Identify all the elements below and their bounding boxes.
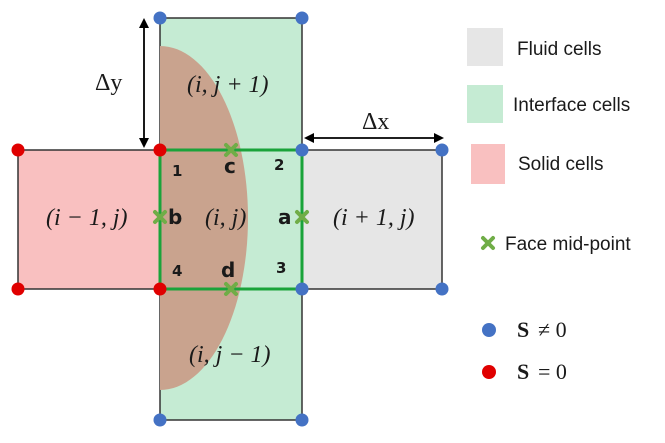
legend-label-fluid: Fluid cells xyxy=(517,39,601,60)
face-label-d: d xyxy=(221,258,235,282)
legend-label-interface: Interface cells xyxy=(513,95,630,116)
node-blue xyxy=(295,413,309,427)
legend-label-face-midpoint: Face mid-point xyxy=(505,234,631,255)
legend-s-symbol-red: S xyxy=(517,359,529,384)
cell-label-right: (i + 1, j) xyxy=(333,205,415,231)
node-blue xyxy=(153,11,167,25)
legend-swatch-solid xyxy=(471,144,505,184)
cell-left-solid xyxy=(17,149,161,290)
dx-label: Δx xyxy=(362,109,389,135)
cell-label-center: (i, j) xyxy=(205,205,246,231)
legend-label-s-zero: = 0 xyxy=(538,359,567,384)
legend-swatch-interface xyxy=(467,85,503,123)
face-midpoint-a xyxy=(295,210,309,224)
corner-label-4: 4 xyxy=(172,262,182,280)
corner-label-3: 3 xyxy=(276,259,286,277)
node-blue xyxy=(295,11,309,25)
face-midpoint-d xyxy=(224,282,238,296)
node-red xyxy=(153,282,167,296)
face-label-b: b xyxy=(168,205,182,229)
face-midpoint-b xyxy=(153,210,167,224)
cell-label-bottom: (i, j − 1) xyxy=(189,342,271,368)
cell-right-fluid xyxy=(301,149,443,290)
node-blue xyxy=(435,282,449,296)
legend-red-node-icon xyxy=(482,365,496,379)
legend-blue-node-icon xyxy=(482,323,496,337)
node-red xyxy=(11,282,25,296)
face-label-a: a xyxy=(278,205,292,229)
solid-region xyxy=(160,46,248,390)
legend-label-s-nonzero: ≠ 0 xyxy=(538,317,567,342)
node-blue xyxy=(153,413,167,427)
face-midpoint-c xyxy=(224,143,238,157)
node-red xyxy=(153,143,167,157)
node-red xyxy=(11,143,25,157)
corner-label-1: 1 xyxy=(172,162,182,180)
legend-swatch-fluid xyxy=(467,28,503,66)
cell-label-top: (i, j + 1) xyxy=(187,72,269,98)
node-blue xyxy=(295,143,309,157)
legend-label-solid: Solid cells xyxy=(518,154,604,175)
legend: Fluid cells Interface cells Solid cells … xyxy=(467,28,631,384)
corner-label-2: 2 xyxy=(274,156,284,174)
dy-label: Δy xyxy=(95,70,122,96)
legend-s-symbol-blue: S xyxy=(517,317,529,342)
cell-label-left: (i − 1, j) xyxy=(46,205,128,231)
node-blue xyxy=(295,282,309,296)
node-blue xyxy=(435,143,449,157)
legend-face-midpoint-icon xyxy=(481,236,495,250)
face-label-c: c xyxy=(224,154,236,178)
